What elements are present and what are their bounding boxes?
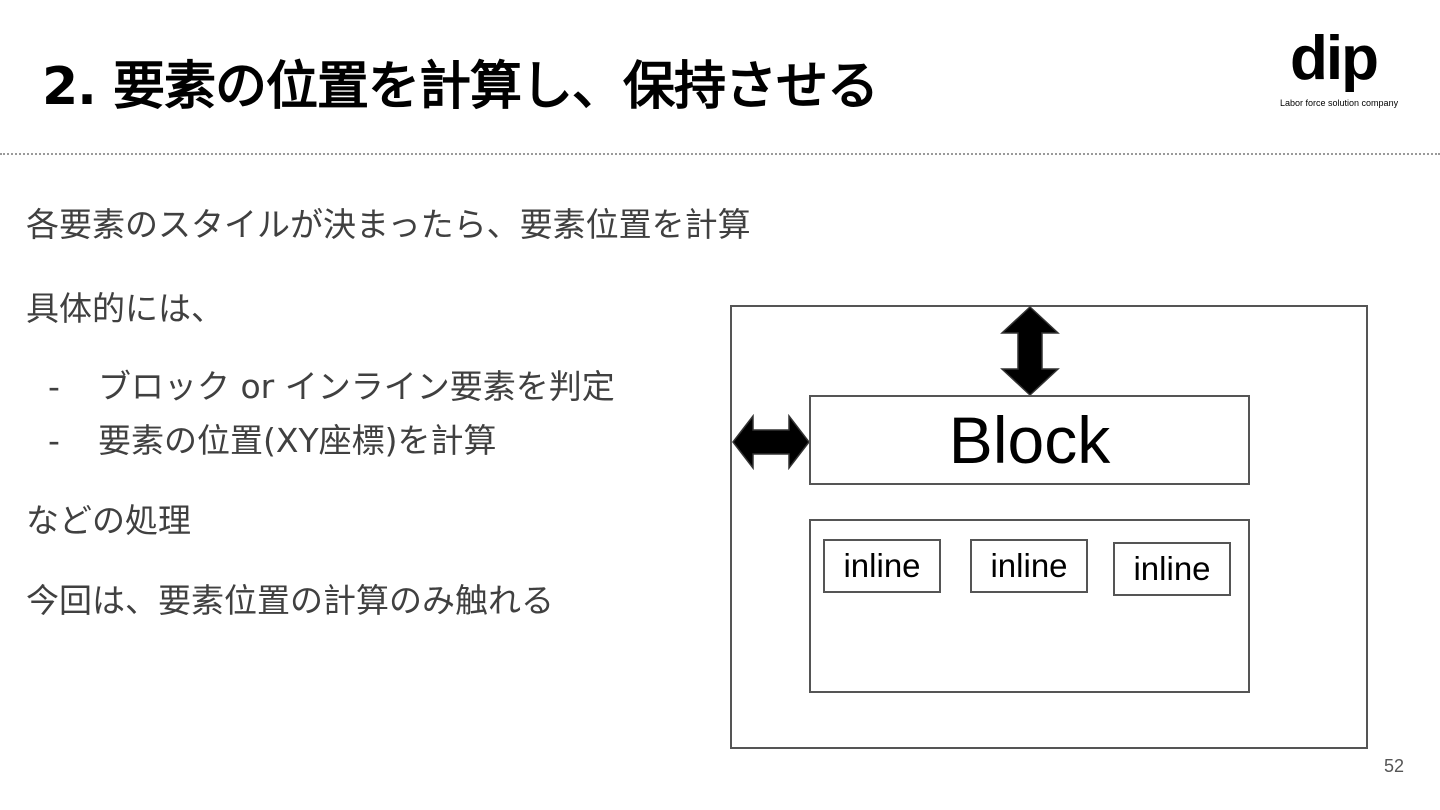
inline-element-box: inline [970, 539, 1088, 593]
horizontal-margin-arrow-icon [732, 414, 810, 470]
content-line-1: 各要素のスタイルが決まったら、要素位置を計算 [26, 205, 751, 244]
inline-label: inline [843, 547, 921, 584]
inline-element-box: inline [1113, 542, 1231, 596]
dip-logo: dip Labor force solution company [1278, 28, 1412, 112]
page-number: 52 [1384, 756, 1405, 776]
bullet-item: -ブロック or インライン要素を判定 [48, 360, 615, 408]
inline-element-box: inline [823, 539, 941, 593]
content-line-3: などの処理 [26, 501, 191, 540]
inline-label: inline [1133, 550, 1211, 587]
inline-label: inline [990, 547, 1068, 584]
bullet-text: ブロック or インライン要素を判定 [98, 367, 615, 406]
inline-container-box [809, 519, 1250, 693]
block-label: Block [948, 403, 1111, 477]
logo-wordmark: dip [1290, 24, 1379, 93]
vertical-margin-arrow-icon [1000, 305, 1060, 397]
block-element-box: Block [809, 395, 1250, 485]
bullet-dash: - [48, 421, 60, 460]
content-line-4: 今回は、要素位置の計算のみ触れる [26, 581, 554, 620]
title-divider [0, 153, 1440, 155]
slide-title: 2. 要素の位置を計算し、保持させる [42, 57, 879, 117]
bullet-item: -要素の位置(XY座標)を計算 [48, 414, 497, 462]
logo-tagline: Labor force solution company [1280, 98, 1399, 108]
bullet-dash: - [48, 367, 60, 406]
content-line-2: 具体的には、 [26, 289, 224, 328]
layout-diagram-outer-box [730, 305, 1368, 749]
bullet-text: 要素の位置(XY座標)を計算 [98, 421, 497, 460]
